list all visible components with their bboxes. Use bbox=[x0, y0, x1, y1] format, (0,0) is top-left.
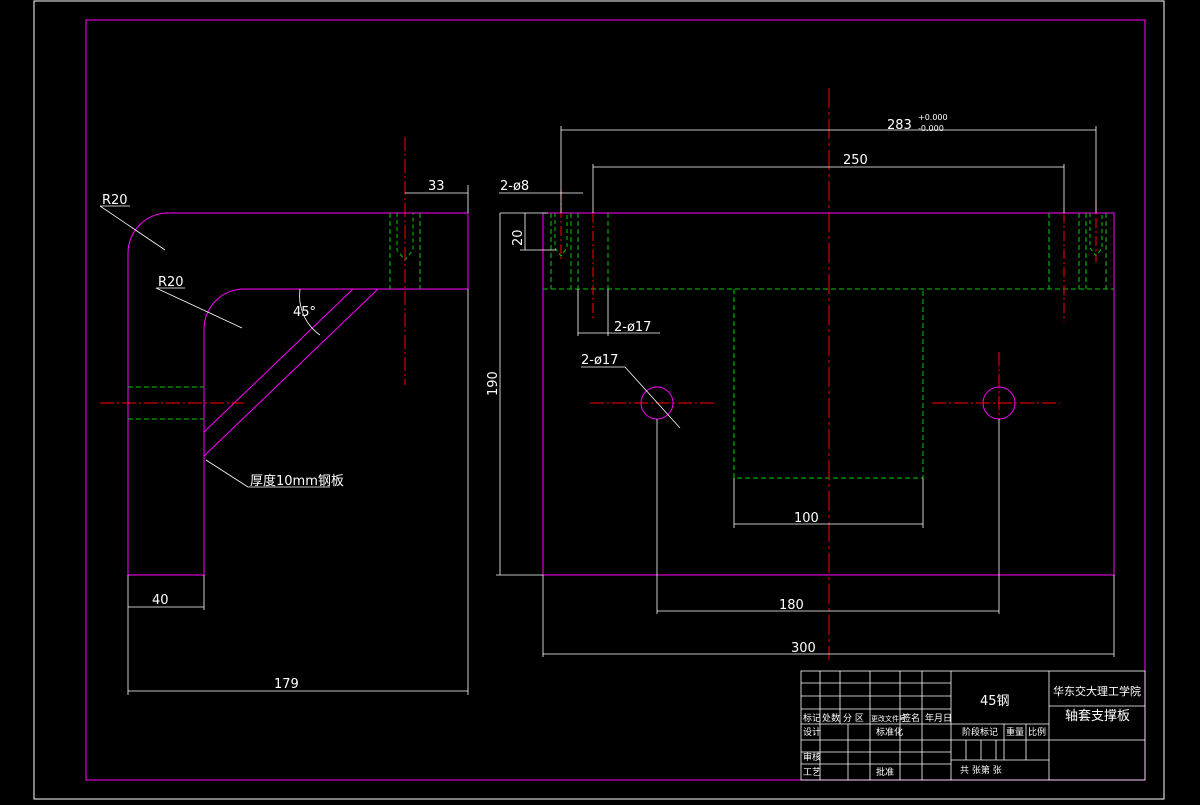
tb-sheets: 共 张第 张 bbox=[960, 764, 1002, 776]
tb-count: 处数 bbox=[822, 712, 840, 724]
dim-190: 190 bbox=[486, 371, 501, 396]
angle-arc bbox=[299, 288, 321, 336]
dim-283: 283 bbox=[887, 118, 912, 133]
dim-180: 180 bbox=[779, 598, 804, 613]
tb-date: 年月日 bbox=[925, 712, 952, 724]
r20-outer-leader bbox=[99, 205, 166, 251]
inner-frame bbox=[85, 19, 1146, 781]
label-2-d17-top: 2-ø17 bbox=[614, 320, 651, 335]
rib-edge-upper bbox=[203, 288, 354, 433]
dim-33: 33 bbox=[428, 179, 445, 194]
r20-inner-leader bbox=[155, 287, 243, 329]
tb-approve: 批准 bbox=[876, 766, 894, 778]
title-block bbox=[800, 670, 1146, 781]
hl-tap bbox=[554, 213, 568, 257]
dim-40: 40 bbox=[152, 593, 169, 608]
tol-lower: -0.000 bbox=[918, 124, 944, 133]
label-2-d17-side: 2-ø17 bbox=[581, 353, 618, 368]
tb-design: 设计 bbox=[803, 726, 821, 738]
dim-20: 20 bbox=[511, 229, 526, 246]
dim-179: 179 bbox=[274, 677, 299, 692]
rib-thickness-note: 厚度10mm钢板 bbox=[250, 473, 344, 489]
dim-100: 100 bbox=[794, 511, 819, 526]
rib-edge-lower bbox=[203, 288, 379, 457]
dim-300: 300 bbox=[791, 641, 816, 656]
outer-frame bbox=[33, 0, 1165, 800]
tb-check: 审核 bbox=[803, 751, 821, 763]
tb-std: 标准化 bbox=[876, 726, 903, 738]
tb-sign: 签名 bbox=[902, 712, 920, 724]
side-view: 33 40 179 R20 R20 45° 厚度10mm钢板 bbox=[99, 137, 469, 695]
tb-scale: 比例 bbox=[1028, 726, 1046, 738]
front-view: 283 +0.000 -0.000 250 2-ø8 20 2-ø17 2-ø1… bbox=[486, 88, 1115, 660]
tb-mark: 标记 bbox=[803, 712, 821, 724]
label-2-d8: 2-ø8 bbox=[500, 179, 529, 194]
tb-material: 45钢 bbox=[980, 694, 1010, 709]
tb-weight: 重量 bbox=[1006, 726, 1024, 738]
r20-outer-label: R20 bbox=[102, 193, 128, 208]
bracket-outline bbox=[127, 212, 469, 576]
tb-docno: 更改文件号 bbox=[871, 714, 906, 723]
tb-outer bbox=[800, 670, 1146, 781]
rib-note-leader bbox=[205, 459, 249, 488]
d17b-leader bbox=[624, 366, 681, 429]
tb-part-name: 轴套支撑板 bbox=[1065, 708, 1130, 724]
tb-zone: 分 区 bbox=[843, 713, 864, 724]
title-block-text: 45钢 华东交大理工学院 轴套支撑板 标记 处数 分 区 更改文件号 签名 年月… bbox=[803, 684, 1141, 778]
r20-inner-label: R20 bbox=[158, 275, 184, 290]
dim-250: 250 bbox=[843, 153, 868, 168]
tb-stage: 阶段标记 bbox=[962, 726, 998, 738]
tb-school: 华东交大理工学院 bbox=[1053, 684, 1141, 698]
tb-process: 工艺 bbox=[803, 767, 821, 778]
angle-45: 45° bbox=[293, 305, 316, 320]
tol-upper: +0.000 bbox=[918, 113, 948, 122]
